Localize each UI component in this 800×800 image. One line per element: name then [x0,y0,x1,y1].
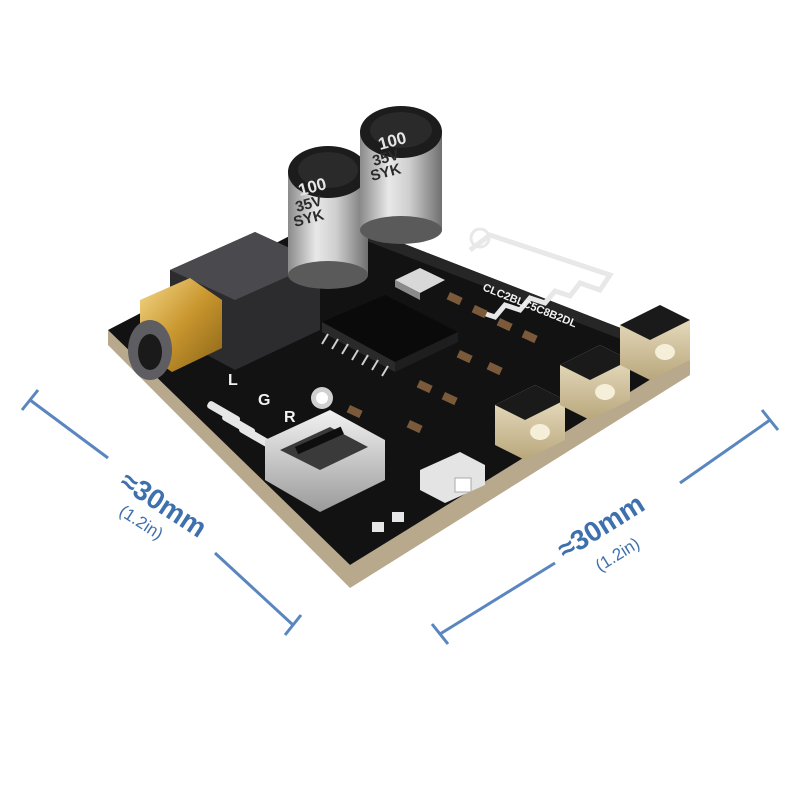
silkscreen-l: L [228,372,238,389]
test-pad-1 [372,522,384,532]
dimension-line-right [430,409,780,645]
capacitor-2: 100 35V SYK [360,106,442,244]
silkscreen-r: R [284,409,296,426]
tactile-button-2 [560,345,630,420]
capacitor-1: 100 35V SYK [288,146,368,289]
crystal-oscillator [395,268,445,300]
antenna-trace [468,232,614,320]
test-pad-2 [392,512,404,522]
tactile-button-1 [495,385,565,460]
capacitor-2-voltage: 35V [371,147,401,170]
pcb-edge [108,330,690,588]
silkscreen-g: G [258,392,270,409]
capacitor-1-voltage: 35V [294,193,324,216]
micro-usb-port [265,410,385,512]
main-chip [321,295,458,377]
slide-switch [420,452,485,503]
audio-jack [128,232,320,380]
solder-pads [207,401,273,448]
tactile-button-3 [620,305,690,380]
dimension-line-left [20,389,303,636]
smd-components [346,292,538,434]
